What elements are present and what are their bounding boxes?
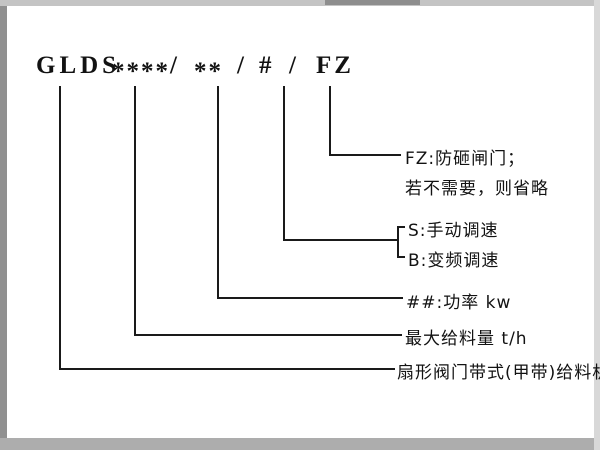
connector-vline-capacity (134, 86, 136, 336)
connector-hline-speed (283, 239, 397, 241)
speed-bracket-stub-bottom (397, 256, 405, 258)
connector-hline-base (59, 368, 395, 370)
code-speed-placeholder: # (259, 52, 272, 79)
code-separator-1: / (170, 52, 177, 79)
connector-vline-base (59, 86, 61, 370)
scan-edge-right (594, 0, 600, 450)
annotation-capacity: 最大给料量 t/h (405, 329, 528, 349)
code-capacity-placeholder: **** (112, 58, 170, 85)
annotation-speed-option-b: B:变频调速 (408, 251, 500, 271)
code-gate-suffix: FZ (316, 52, 354, 79)
connector-hline-power (217, 297, 403, 299)
scan-edge-top (0, 0, 600, 6)
annotation-speed-option-s: S:手动调速 (408, 221, 499, 241)
speed-bracket-vline (397, 226, 399, 258)
connector-vline-gate (329, 86, 331, 156)
code-separator-2: / (237, 52, 244, 79)
connector-vline-speed (283, 86, 285, 241)
connector-hline-capacity (134, 334, 402, 336)
code-base: GLDS (36, 52, 121, 79)
annotation-machine: 扇形阀门带式(甲带)给料机 (397, 363, 600, 383)
annotation-gate-line1: FZ:防砸闸门； (405, 149, 526, 169)
connector-hline-gate (329, 154, 401, 156)
scan-edge-left (0, 0, 7, 450)
connector-vline-power (217, 86, 219, 299)
speed-bracket-stub-top (397, 226, 405, 228)
code-separator-3: / (289, 52, 296, 79)
annotation-gate-line2: 若不需要，则省略 (405, 179, 549, 199)
scan-edge-bottom (0, 438, 600, 450)
scan-mark-top (325, 0, 420, 5)
annotation-power: ##:功率 kw (406, 293, 512, 313)
code-power-placeholder: ** (194, 58, 223, 85)
